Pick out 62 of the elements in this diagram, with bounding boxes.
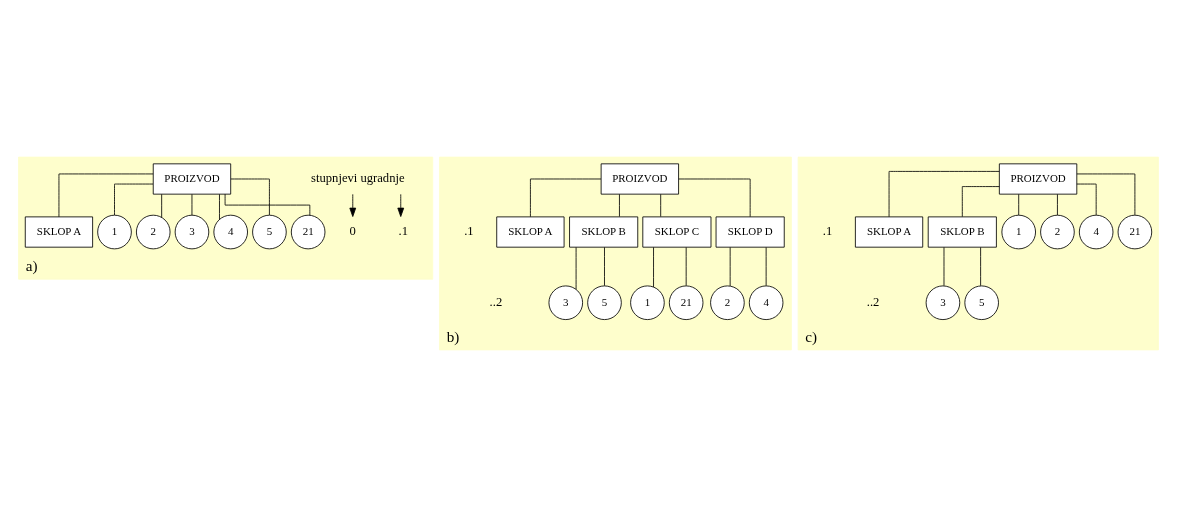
node-box: PROIZVOD: [152, 162, 232, 195]
connector: [58, 173, 154, 217]
connector: [230, 178, 270, 215]
node-box: SKLOP A: [854, 215, 924, 248]
node-circle: 21: [1117, 214, 1153, 249]
node-box: PROIZVOD: [600, 162, 679, 195]
node-box: SKLOP B: [927, 215, 997, 248]
connector: [575, 246, 577, 290]
node-text: .1: [398, 223, 409, 238]
node-circle: 1: [97, 214, 132, 249]
node-circle: 3: [925, 285, 961, 320]
arrow: [349, 193, 357, 217]
connector: [1076, 173, 1136, 215]
connector: [1018, 193, 1020, 215]
node-circle: 5: [252, 214, 287, 249]
connector: [161, 193, 163, 218]
node-circle: 4: [748, 285, 784, 320]
node-box: SKLOP D: [715, 215, 785, 248]
node-circle: 3: [548, 285, 584, 320]
node-circle: 1: [630, 285, 665, 320]
connector: [619, 193, 620, 217]
node-box: SKLOP C: [642, 215, 712, 248]
node-circle: 4: [1078, 214, 1114, 249]
label: ..2: [866, 294, 880, 309]
connector: [765, 246, 767, 286]
node-circle: 21: [668, 285, 704, 320]
node-text: stupnjevi ugradnje: [311, 170, 405, 185]
node-circle: 3: [174, 214, 210, 249]
node-circle: 2: [1040, 214, 1075, 249]
node-box: SKLOP A: [24, 215, 94, 248]
connector: [530, 178, 602, 217]
node-circle: 5: [964, 285, 999, 320]
connector: [943, 246, 945, 286]
label: .1: [464, 223, 474, 238]
connector: [224, 193, 311, 216]
node-circle: 1: [1001, 214, 1036, 249]
connector: [980, 246, 982, 286]
connector: [660, 193, 662, 217]
connector: [685, 246, 687, 286]
node-box: SKLOP A: [496, 215, 565, 248]
node-circle: 21: [290, 214, 326, 249]
connector: [1076, 183, 1097, 215]
connector: [729, 246, 731, 286]
label: .1: [822, 223, 833, 238]
connector: [1057, 193, 1058, 215]
connector: [604, 246, 605, 286]
label: ..2: [489, 294, 503, 309]
node-circle: 2: [710, 285, 745, 320]
connector: [961, 185, 1000, 217]
connector: [888, 170, 1000, 217]
node-box: SKLOP B: [569, 215, 639, 248]
node-box: PROIZVOD: [998, 162, 1078, 195]
connector: [219, 193, 220, 220]
node-circle: 2: [136, 214, 171, 249]
node-text: 0: [349, 223, 356, 238]
node-circle: 5: [587, 285, 622, 320]
connector: [114, 183, 154, 215]
connector: [191, 193, 193, 215]
connector: [678, 178, 751, 217]
node-circle: 4: [213, 214, 248, 249]
connector: [653, 246, 654, 287]
arrow: [397, 193, 405, 217]
